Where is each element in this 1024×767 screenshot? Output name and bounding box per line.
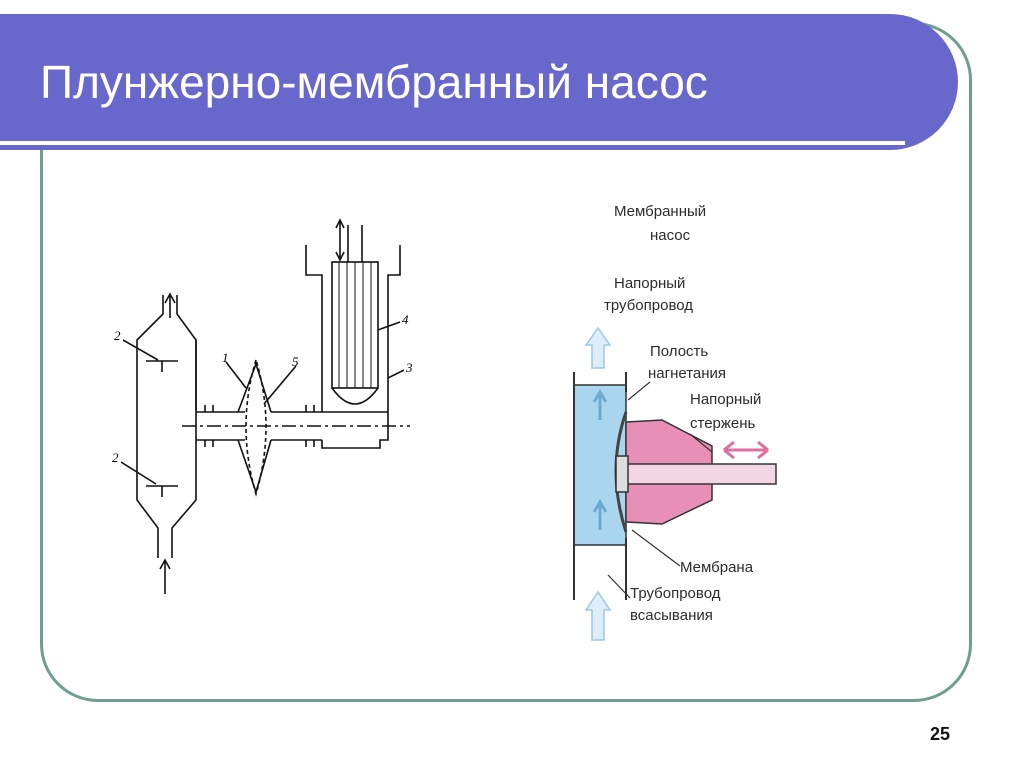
- discharge-pipe-line2: трубопровод: [604, 297, 693, 314]
- heading-line2: насос: [650, 227, 691, 244]
- part-number-1: 1: [222, 350, 229, 365]
- title-underline: [0, 141, 905, 145]
- title-bar: Плунжерно-мембранный насос: [0, 14, 958, 150]
- suction-pipe-line1: Трубопровод: [630, 585, 721, 602]
- part-number-4: 4: [402, 312, 409, 327]
- slide-title: Плунжерно-мембранный насос: [40, 56, 708, 108]
- heading-line1: Мембранный: [614, 203, 706, 220]
- part-number-2-top: 2: [114, 328, 121, 343]
- discharge-pipe-line1: Напорный: [614, 275, 685, 292]
- membrane-label: Мембрана: [680, 559, 754, 576]
- rod-label-line1: Напорный: [690, 391, 761, 408]
- slide-number: 25: [930, 724, 951, 744]
- discharge-cavity-line1: Полость: [650, 343, 708, 360]
- part-number-2-bottom: 2: [112, 450, 119, 465]
- suction-pipe-line2: всасывания: [630, 607, 713, 624]
- rod-label-line2: стержень: [690, 415, 756, 432]
- part-number-5: 5: [292, 354, 299, 369]
- discharge-cavity-line2: нагнетания: [648, 365, 726, 382]
- part-number-3: 3: [405, 360, 413, 375]
